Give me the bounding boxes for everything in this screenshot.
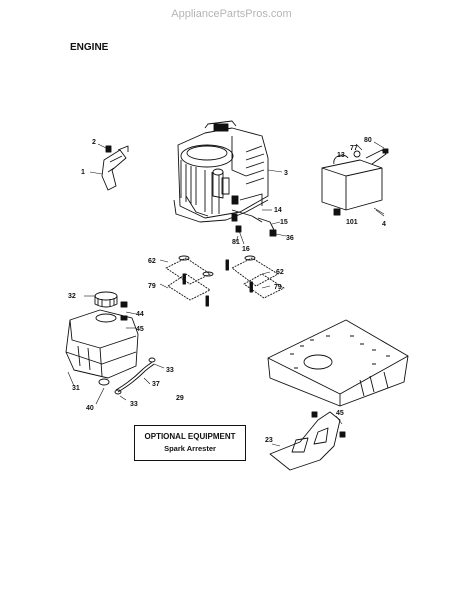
label-part-33-bottom: 33 — [130, 401, 138, 408]
engine-block — [173, 120, 269, 223]
label-part-44: 44 — [136, 311, 144, 318]
leader-lines — [67, 141, 385, 447]
label-part-31: 31 — [72, 385, 80, 392]
label-part-36: 36 — [286, 235, 294, 242]
optional-equipment-item: Spark Arrester — [164, 444, 216, 453]
label-part-77: 77 — [350, 145, 358, 152]
label-part-16: 16 — [242, 246, 250, 253]
label-part-13: 13 — [337, 152, 345, 159]
label-part-15: 15 — [280, 219, 288, 226]
label-part-14: 14 — [274, 207, 282, 214]
fuel-fittings — [231, 209, 277, 237]
fuel-tank — [65, 309, 139, 379]
diagram-title: ENGINE — [70, 42, 109, 53]
label-part-3: 3 — [284, 170, 288, 177]
part-labels: 2 1 3 80 77 13 4 101 14 15 36 81 16 62 6… — [68, 137, 386, 444]
spark-arrester — [269, 411, 346, 471]
label-part-1: 1 — [81, 169, 85, 176]
label-part-80: 80 — [364, 137, 372, 144]
optional-equipment-box: OPTIONAL EQUIPMENT Spark Arrester — [134, 425, 246, 461]
fuel-cap — [94, 291, 118, 308]
throttle-control — [101, 145, 129, 191]
label-part-79-right: 79 — [274, 284, 282, 291]
label-part-33-top: 33 — [166, 367, 174, 374]
muffler — [321, 148, 389, 216]
label-part-2: 2 — [92, 139, 96, 146]
label-part-81: 81 — [232, 239, 240, 246]
label-part-32: 32 — [68, 293, 76, 300]
label-part-45-arrester: 45 — [336, 410, 344, 417]
label-part-23: 23 — [265, 437, 273, 444]
fuel-hose — [98, 301, 156, 395]
mounting-hardware — [165, 255, 285, 307]
optional-equipment-heading: OPTIONAL EQUIPMENT — [144, 432, 236, 441]
label-part-62-left: 62 — [148, 258, 156, 265]
watermark: AppliancePartsPros.com — [171, 8, 292, 20]
label-part-40: 40 — [86, 405, 94, 412]
label-part-62-right: 62 — [276, 269, 284, 276]
label-part-45-tank: 45 — [136, 326, 144, 333]
label-part-101: 101 — [346, 219, 358, 226]
label-part-37: 37 — [152, 381, 160, 388]
label-part-4: 4 — [382, 221, 386, 228]
label-part-79-left: 79 — [148, 283, 156, 290]
chassis-plate — [267, 319, 409, 407]
label-part-29: 29 — [176, 395, 184, 402]
